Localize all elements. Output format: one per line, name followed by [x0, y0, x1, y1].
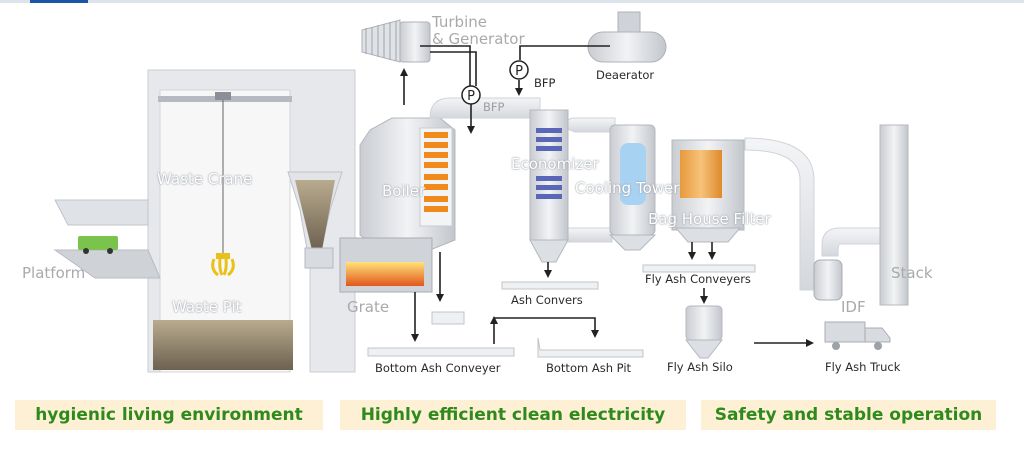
- bottom-ash-conveyer-belt: [367, 347, 515, 357]
- fly-ash-truck-label: Fly Ash Truck: [825, 360, 901, 374]
- feed-hopper: [287, 171, 343, 269]
- cooling-tower-label: Cooling Tower: [575, 179, 680, 197]
- turbine-generator: [361, 19, 431, 63]
- platform-label: Platform: [22, 264, 86, 282]
- bottom-ash-pit-label: Bottom Ash Pit: [546, 361, 632, 375]
- ash-convers-label: Ash Convers: [511, 293, 583, 307]
- waste-bunker-building: [53, 69, 356, 373]
- bottom-ash-chute: [431, 311, 465, 325]
- ash-conveyor-belt: [501, 281, 599, 290]
- crane-trolley: [215, 92, 231, 100]
- fly-ash-conveyers-label: Fly Ash Conveyers: [645, 272, 751, 286]
- cooling-tower: [608, 124, 657, 251]
- waste-crane-label: Waste Crane: [157, 170, 253, 188]
- crane-grab: [211, 253, 235, 277]
- fly-ash-truck: [824, 321, 891, 350]
- platform-ramp: [53, 249, 161, 279]
- fly-ash-silo: [684, 305, 724, 359]
- conveyors: [367, 264, 756, 358]
- pump-top-symbol: P: [515, 64, 523, 79]
- garbage-truck: [78, 236, 118, 250]
- fly-ash-conveyor-belt: [642, 264, 756, 273]
- banner-electricity: Highly efficient clean electricity: [340, 400, 686, 430]
- pump-top: P: [509, 60, 529, 80]
- fly-ash-silo-label: Fly Ash Silo: [667, 360, 733, 374]
- pump-mid: P: [461, 85, 481, 105]
- top-accent-bar: [30, 0, 88, 3]
- idf-fan: [813, 259, 843, 301]
- banner-safety: Safety and stable operation: [701, 400, 996, 430]
- stack-chimney: [879, 124, 909, 306]
- platform-roof: [54, 199, 149, 226]
- process-lines: [400, 45, 814, 347]
- economizer-label: Economizer: [511, 155, 599, 173]
- pump-mid-symbol: P: [467, 89, 475, 104]
- bottom-ash-conveyer-label: Bottom Ash Conveyer: [375, 361, 501, 375]
- boiler-label: Boiler: [382, 182, 426, 200]
- banner-hygienic: hygienic living environment: [15, 400, 323, 430]
- flue-gas-ducts: [429, 97, 886, 291]
- stack-label: Stack: [891, 264, 933, 282]
- idf-label: IDF: [841, 298, 866, 316]
- deaerator-label: Deaerator: [596, 68, 655, 82]
- top-border-line: [0, 0, 1024, 3]
- boiler: [339, 117, 456, 293]
- bfp-top-label: BFP: [534, 76, 556, 90]
- deaerator: [587, 11, 667, 63]
- waste-pile: [153, 320, 293, 370]
- turbine-label: Turbine: [432, 13, 487, 31]
- bag-house-filter: [671, 139, 745, 243]
- grate-fire: [346, 262, 424, 286]
- bottom-ash-pit-shape: [537, 337, 644, 358]
- grate-label: Grate: [347, 298, 390, 316]
- bfp-mid-label: BFP: [483, 100, 505, 114]
- economizer: [529, 109, 569, 263]
- bag-house-filter-label: Bag House Filter: [648, 210, 771, 228]
- waste-pit-label: Waste Pit: [172, 298, 242, 316]
- generator-label: & Generator: [432, 30, 525, 48]
